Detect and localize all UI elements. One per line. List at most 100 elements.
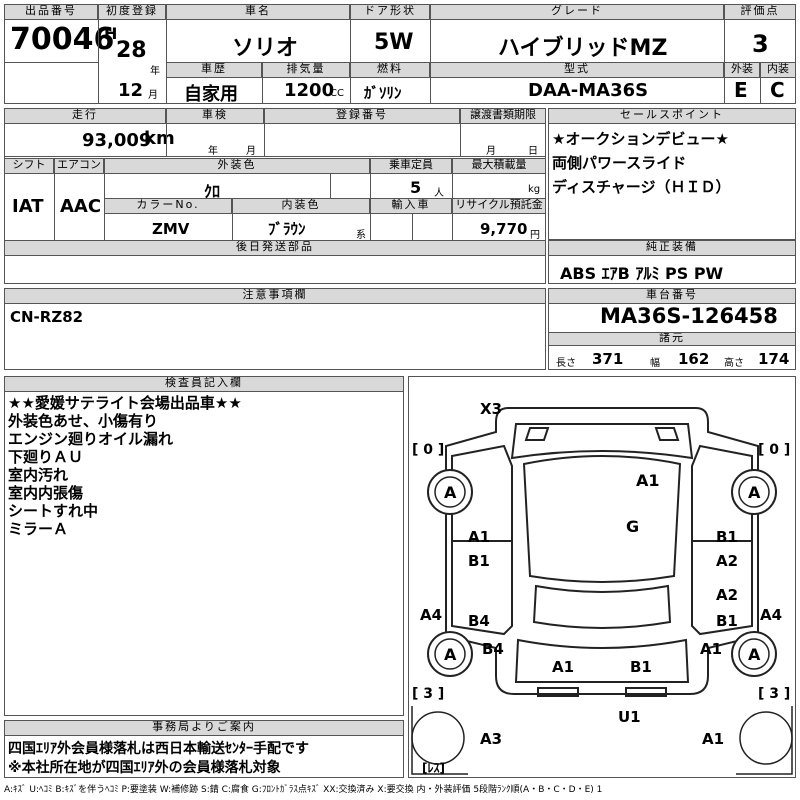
int-color-suffix: 系 (356, 230, 366, 241)
import-label: 輸入車 (370, 198, 452, 214)
sales-label: セールスポイント (548, 108, 796, 124)
recycle-unit: 円 (530, 230, 540, 241)
reg-label: 初度登録 (98, 4, 166, 20)
shift-value: IAT (12, 196, 44, 217)
diag-lf-a1: A1 (468, 528, 490, 546)
score-value: 3 (752, 30, 769, 58)
plate-label: 登録番号 (264, 108, 460, 124)
ac-label: エアコン (54, 158, 104, 174)
payload-unit: kg (528, 184, 541, 195)
legend: A:ｷｽﾞ U:ﾍｺﾐ B:ｷｽﾞを伴うﾍｺﾐ P:要塗装 W:補修跡 S:錆 … (4, 785, 603, 795)
grade-label: グレード (430, 4, 724, 20)
score-label: 評価点 (724, 4, 796, 20)
inspector-line: シートすれ中 (8, 502, 99, 520)
type-value: DAA-MA36S (528, 80, 649, 101)
diag-hood: A1 (636, 471, 660, 490)
diag-corner-left: A3 (480, 730, 502, 748)
diag-lr-b4: B4 (468, 612, 490, 630)
dims-label: 諸元 (548, 332, 796, 346)
diag-bracket-left-bottom: [ 3 ] (412, 686, 444, 702)
recycle-label: リサイクル預託金 (452, 198, 546, 214)
lot-no-label: 出品番号 (4, 4, 98, 20)
right-doors (691, 444, 753, 636)
diag-rf-b1: B1 (716, 528, 738, 546)
office-line: ※本社所在地が四国ｴﾘｱ外の会員様落札対象 (8, 760, 281, 776)
chassis-number: MA36S-126458 (600, 304, 778, 328)
type-label: 型式 (430, 62, 724, 78)
diag-wheel-fr: A (748, 483, 761, 502)
width-value: 162 (678, 350, 710, 368)
int-score-label: 内装 (760, 62, 796, 78)
hood-panel (510, 423, 694, 460)
inspection-month-unit: 月 (246, 146, 256, 157)
diag-lfender-a4: A4 (420, 606, 442, 624)
transfer-month-unit: 月 (486, 146, 496, 157)
recycle-value: 9,770 (480, 220, 528, 238)
diag-wheel-rl: A (444, 645, 457, 664)
office-line: 四国ｴﾘｱ外会員様落札は西日本輸送ｾﾝﾀｰ手配です (8, 741, 309, 757)
car-outline (445, 407, 759, 695)
fuel-value: ｶﾞｿﾘﾝ (364, 84, 402, 102)
history-value: 自家用 (184, 84, 238, 105)
diag-trunk-a1: A1 (552, 658, 574, 676)
diag-spare: [ﾚｽ] (422, 761, 445, 775)
grade-value: ハイブリッドMZ (498, 36, 668, 61)
diag-rr-a2: A2 (716, 586, 738, 604)
diag-lf-b1: B1 (468, 552, 490, 570)
sales-line: 両側パワースライド (552, 154, 687, 172)
inspection-label: 車検 (166, 108, 264, 124)
inspector-notes: ★★愛媛サテライト会場出品車★★ 外装色あせ、小傷有り エンジン廻りオイル漏れ … (8, 394, 242, 538)
displacement-value: 1200 (284, 80, 335, 101)
header-grid (4, 4, 796, 104)
diag-x3: X3 (480, 400, 502, 418)
inspector-line: ★★愛媛サテライト会場出品車★★ (8, 394, 242, 412)
model-label: 車名 (166, 4, 350, 20)
history-label: 車歴 (166, 62, 262, 78)
payload-label: 最大積載量 (452, 158, 546, 174)
int-color-label: 内装色 (232, 198, 370, 214)
sales-line: ディスチャージ（ＨＩＤ） (552, 178, 731, 196)
mileage-value: 93,009 (82, 130, 152, 151)
damage-diagram: X3 [ 0 ] [ 0 ] [ 3 ] [ 3 ] A A A A A1 G … (411, 400, 793, 775)
mileage-label: 走行 (4, 108, 166, 124)
inspector-line: 外装色あせ、小傷有り (8, 412, 159, 430)
inspector-line: エンジン廻りオイル漏れ (8, 430, 174, 448)
inspection-year-unit: 年 (208, 146, 218, 157)
diag-bracket-left: [ 0 ] (412, 442, 444, 458)
diag-roof: G (626, 517, 639, 536)
diag-lr-qtr-b4: B4 (482, 640, 504, 658)
inspector-line: 下廻りＡＵ (8, 448, 84, 466)
inspector-line: 室内内張傷 (8, 484, 84, 502)
capacity-unit: 人 (434, 188, 444, 199)
diag-wheel-fl: A (444, 483, 457, 502)
later-parts-label: 後日発送部品 (4, 240, 546, 256)
int-score: C (770, 78, 785, 102)
notes-label: 注意事項欄 (4, 288, 546, 304)
lot-no: 70046 (10, 22, 115, 57)
int-color-value: ﾌﾞﾗｳﾝ (268, 220, 306, 238)
door-label: ドア形状 (350, 4, 430, 20)
model-name: ソリオ (232, 36, 299, 61)
trunk-panel (514, 638, 690, 683)
diag-bumper-u1: U1 (618, 708, 641, 726)
color-value: ｸﾛ (204, 182, 221, 201)
color-no-label: カラーNo. (104, 198, 232, 214)
office-label: 事務局よりご案内 (4, 720, 404, 736)
displacement-label: 排気量 (262, 62, 350, 78)
diag-corner-right: A1 (702, 730, 724, 748)
mileage-unit: km (144, 128, 175, 149)
length-value: 371 (592, 350, 624, 368)
diag-bracket-right: [ 0 ] (758, 442, 790, 458)
reg-month-unit: 月 (148, 90, 158, 101)
equipment-items: ABS ｴｱB ｱﾙﾐ PS PW (560, 264, 724, 283)
reg-month: 12 (118, 80, 144, 101)
ext-score-label: 外装 (724, 62, 760, 78)
diag-bracket-right-bottom: [ 3 ] (758, 686, 790, 702)
left-doors (451, 444, 513, 636)
fuel-label: 燃料 (350, 62, 430, 78)
inspector-label: 検査員記入欄 (4, 376, 404, 392)
inspector-line: ミラーＡ (8, 520, 69, 538)
transfer-label: 譲渡書類期限 (460, 108, 546, 124)
width-label: 幅 (650, 358, 660, 369)
reg-year: 28 (116, 38, 147, 63)
